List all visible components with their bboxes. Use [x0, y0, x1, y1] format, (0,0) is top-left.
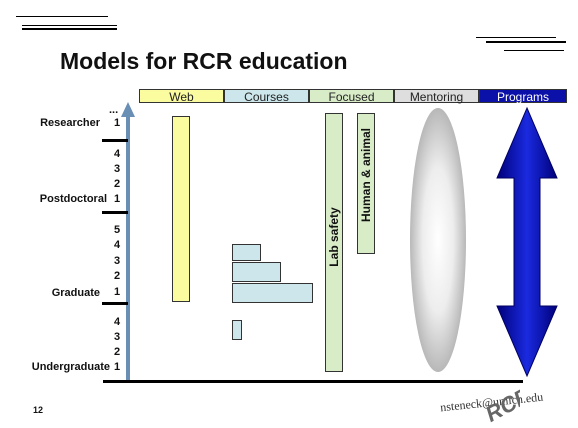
year-number: 3: [114, 255, 121, 267]
level-label-postdoctoral: Postdoctoral: [39, 193, 107, 205]
decorative-rule-top-left-2: [22, 25, 117, 26]
level-separator: [102, 211, 128, 214]
course-box: [232, 283, 313, 303]
decorative-rule-top-left-3: [22, 28, 117, 30]
lab-safety-label: Lab safety: [327, 207, 341, 267]
year-number: 5: [114, 224, 121, 236]
vertical-axis-arrow: [121, 102, 135, 383]
year-number: ...: [109, 104, 119, 116]
level-label-researcher: Researcher: [40, 117, 100, 129]
year-number: 1: [114, 361, 121, 373]
year-number: 4: [114, 148, 121, 160]
slide-number: 12: [33, 405, 44, 415]
year-number: 2: [114, 346, 121, 358]
column-header-courses: Courses: [224, 89, 309, 104]
decorative-rule-top-right-3: [504, 50, 564, 51]
human-animal-label: Human & animal: [359, 127, 373, 223]
year-number: 2: [114, 270, 121, 282]
level-label-graduate: Graduate: [51, 287, 100, 299]
column-header-mentoring: Mentoring: [394, 89, 479, 104]
programs-double-arrow: [496, 106, 558, 378]
mentoring-shape: [410, 108, 466, 372]
lab-safety-bar: [325, 113, 343, 372]
year-number: 2: [114, 178, 121, 190]
level-separator: [102, 302, 128, 305]
column-header-programs: Programs: [479, 89, 567, 104]
course-box: [232, 320, 242, 340]
year-number: 1: [114, 117, 121, 129]
year-number: 1: [114, 193, 121, 205]
svg-text:RCR: RCR: [481, 388, 520, 424]
course-box: [232, 262, 281, 282]
decorative-rule-top-left-1: [16, 16, 108, 17]
year-number: 4: [114, 239, 121, 251]
slide-title: Models for RCR education: [60, 48, 348, 74]
year-number: 3: [114, 331, 121, 343]
decorative-rule-top-right-1: [476, 37, 556, 38]
course-box: [232, 244, 261, 261]
horizontal-baseline: [103, 380, 523, 383]
column-header-focused: Focused: [309, 89, 394, 104]
column-header-web: Web: [139, 89, 224, 104]
web-bar: [172, 116, 190, 302]
level-label-undergraduate: Undergraduate: [31, 361, 110, 373]
year-number: 3: [114, 163, 121, 175]
human-animal-bar: [357, 113, 375, 254]
year-number: 4: [114, 316, 121, 328]
rcr-logo: RCR: [481, 388, 520, 424]
year-number: 1: [114, 286, 121, 298]
level-separator: [102, 139, 128, 142]
decorative-rule-top-right-2: [486, 41, 566, 43]
